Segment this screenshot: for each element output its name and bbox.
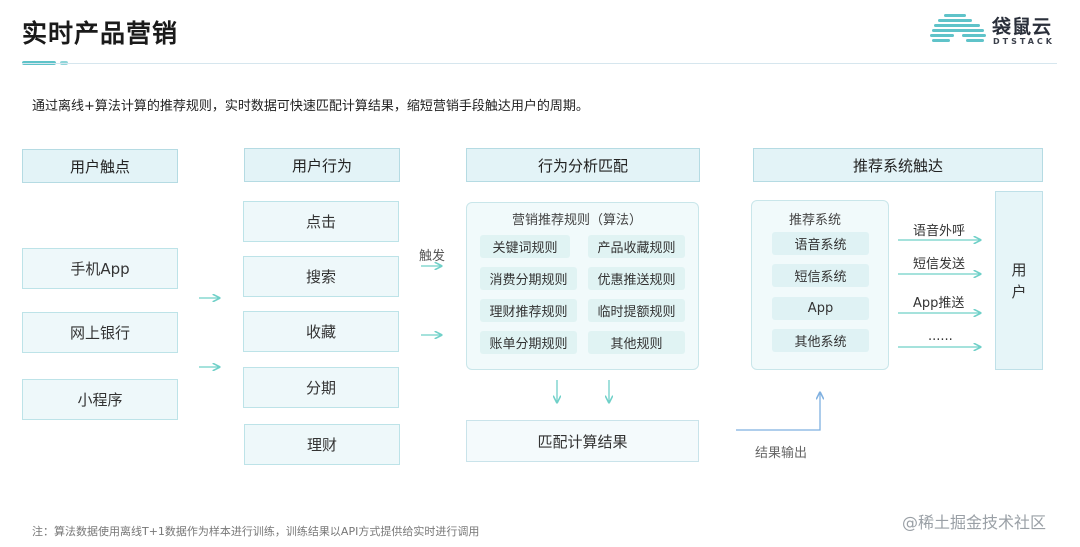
page-subtitle: 通过离线+算法计算的推荐规则，实时数据可快速匹配计算结果，缩短营销手段触达用户的… [32,99,589,114]
user-label-char-2: 户 [1011,282,1027,301]
behavior-wealth: 理财 [244,424,400,465]
touchpoints-header: 用户触点 [22,149,178,183]
match-result-box: 匹配计算结果 [466,420,699,462]
touchpoint-mobile-app: 手机App [22,248,178,289]
behavior-click: 点击 [243,201,399,242]
behavior-search: 搜索 [243,256,399,297]
channel-more: ...... [928,329,953,344]
channel-app-push: App推送 [913,296,965,311]
system-other: 其他系统 [772,329,869,352]
behavior-installment: 分期 [243,367,399,408]
channel-sms-send: 短信发送 [913,257,966,272]
watermark: @稀土掘金技术社区 [902,513,1047,532]
rule-product-favorite: 产品收藏规则 [588,235,685,258]
analysis-header: 行为分析匹配 [466,148,700,182]
arrow-result-output [736,393,820,431]
system-sms: 短信系统 [772,264,869,287]
rules-panel-title: 营销推荐规则（算法） [512,213,643,228]
trigger-label: 触发 [419,249,446,264]
rule-discount-push: 优惠推送规则 [588,267,685,290]
logo-name: 袋鼠云 [992,16,1053,38]
rule-bill-installment: 账单分期规则 [480,331,577,354]
touchpoint-online-bank: 网上银行 [22,312,178,353]
kangaroo-cloud-logo-icon [930,14,986,42]
behaviors-header: 用户行为 [244,148,400,182]
user-box: 用 户 [995,191,1043,370]
touchpoint-mini-program: 小程序 [22,379,178,420]
systems-panel-title: 推荐系统 [789,213,842,228]
title-divider [22,63,1057,64]
page-title: 实时产品营销 [22,19,179,48]
rule-other: 其他规则 [588,331,685,354]
system-voice: 语音系统 [772,232,869,255]
system-app: App [772,297,869,320]
channel-voice-call: 语音外呼 [913,224,966,239]
rule-keyword: 关键词规则 [480,235,570,258]
behavior-favorite: 收藏 [243,311,399,352]
logo-subtitle: DTSTACK [993,37,1055,46]
reach-header: 推荐系统触达 [753,148,1043,182]
footnote: 注：算法数据使用离线T+1数据作为样本进行训练，训练结果以API方式提供给实时进… [32,525,480,538]
dtstack-logo: 袋鼠云 DTSTACK [930,10,1060,50]
rule-wealth-recommend: 理财推荐规则 [480,299,577,322]
output-label: 结果输出 [755,446,808,461]
user-label-char-1: 用 [1011,260,1027,279]
rule-temp-limit: 临时提额规则 [588,299,685,322]
rule-consumer-installment: 消费分期规则 [480,267,577,290]
